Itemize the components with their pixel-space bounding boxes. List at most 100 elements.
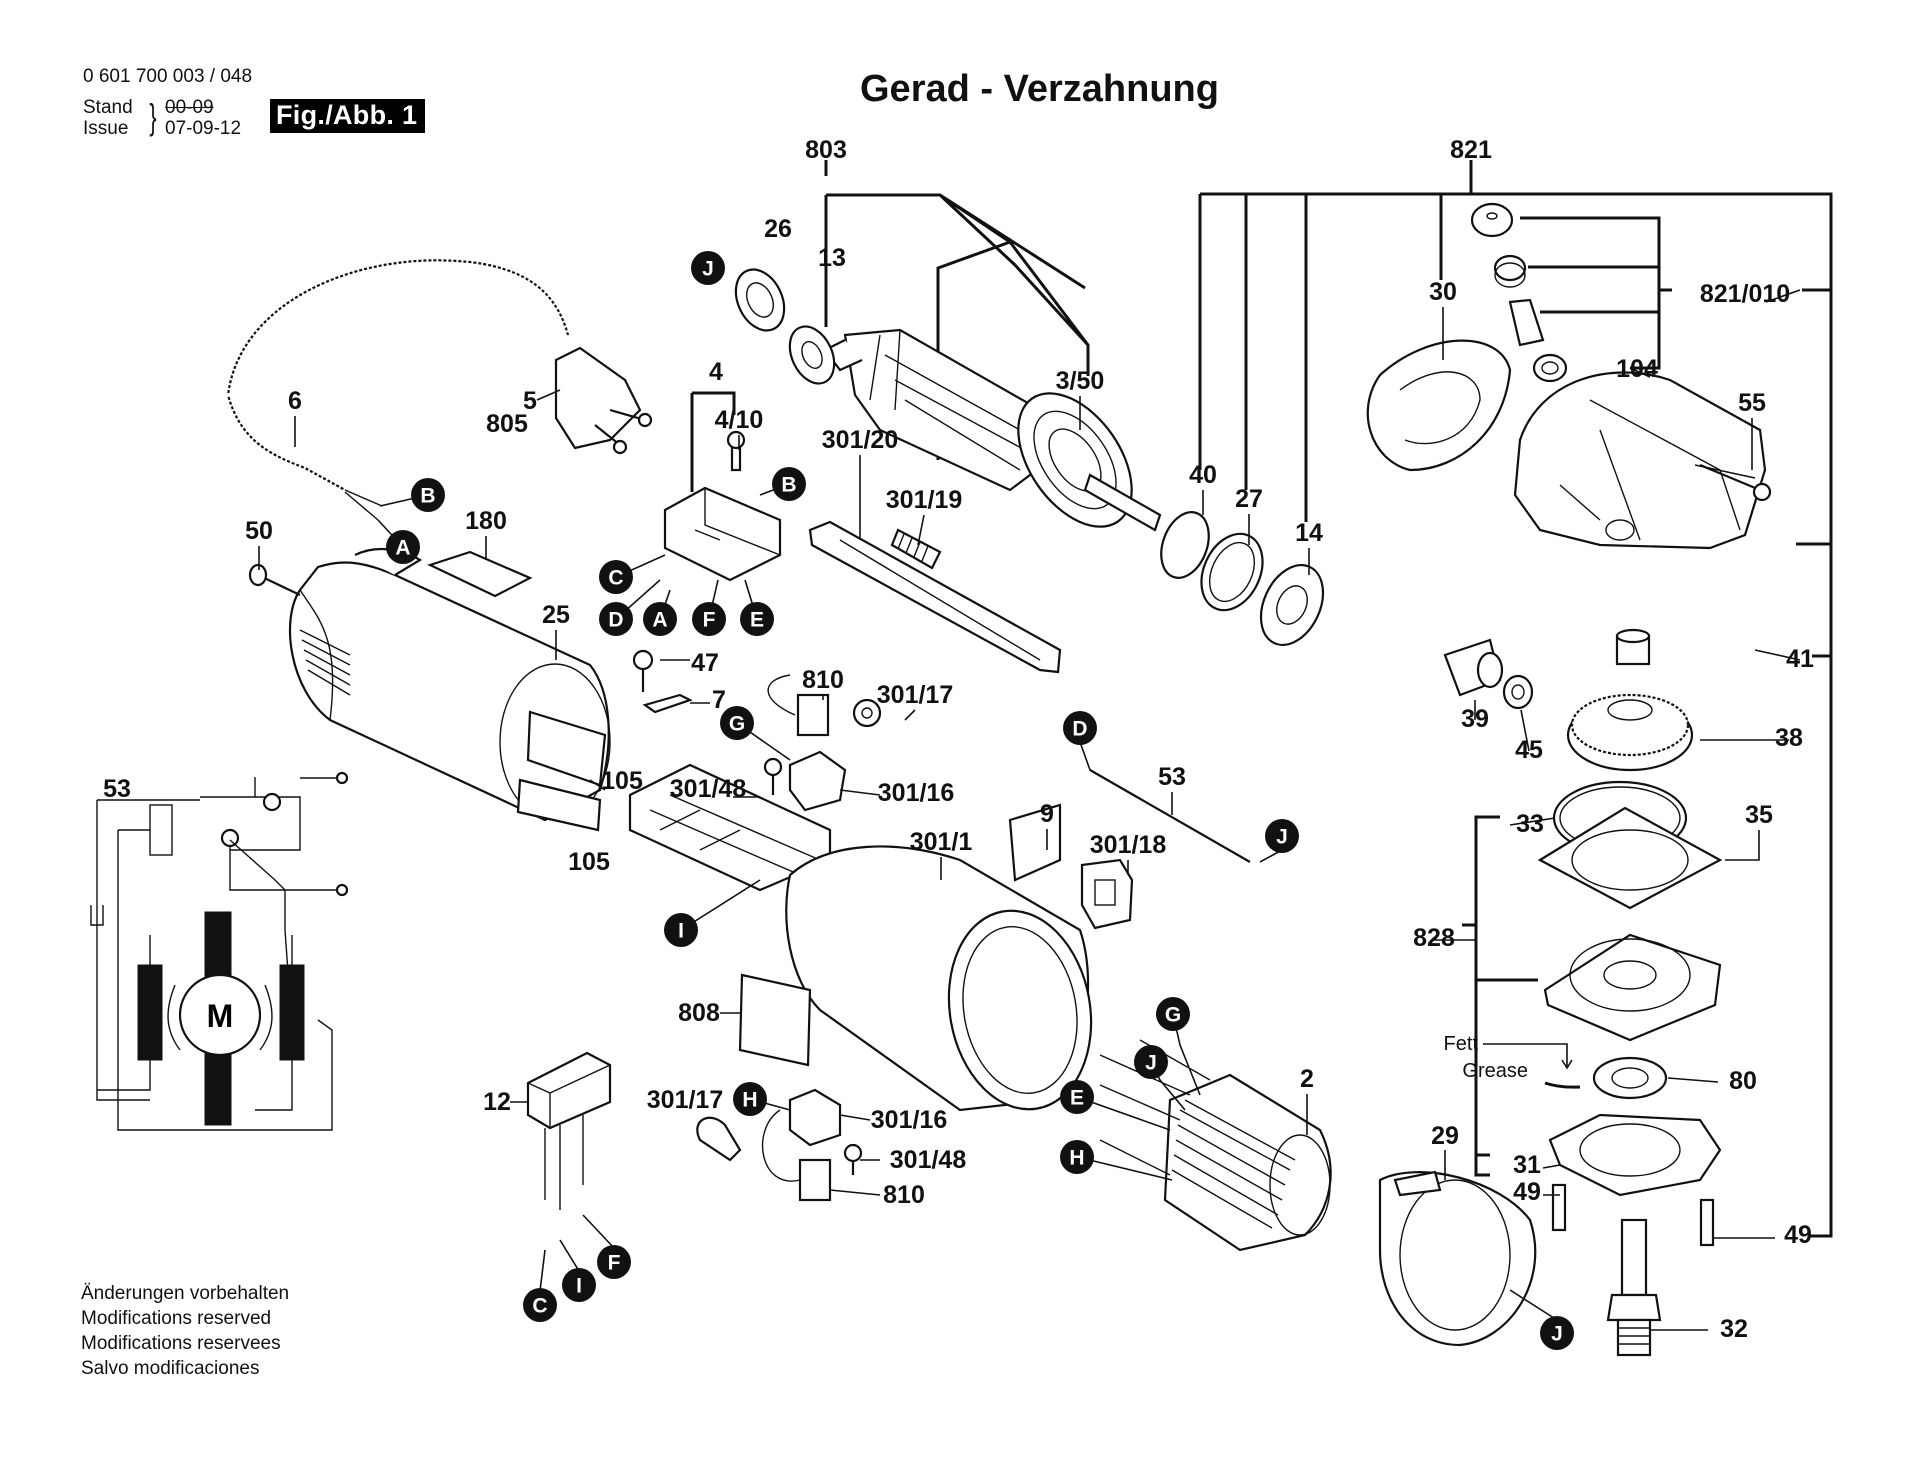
part-number-label: 301/20 — [822, 426, 898, 454]
part-number-label: 810 — [802, 666, 844, 694]
marker-circle-icon — [691, 251, 725, 285]
marker-circle-icon — [740, 602, 774, 636]
marker-letter: B — [420, 485, 435, 508]
marker-letter: E — [750, 609, 764, 632]
part-number-label: 4/10 — [715, 406, 764, 434]
brush-810 — [767, 674, 830, 737]
fan-baffle-29 — [1378, 1170, 1537, 1347]
connector-marker-j: J — [1134, 1045, 1168, 1079]
marker-circle-icon — [599, 560, 633, 594]
part-number-label: 105 — [568, 848, 610, 876]
connector-marker-g: G — [720, 706, 754, 740]
marker-circle-icon — [733, 1082, 767, 1116]
leader-line — [559, 1239, 580, 1272]
connector-marker-h: H — [733, 1082, 767, 1116]
notice-line-fr: Modifications reservees — [81, 1333, 281, 1354]
marker-letter: D — [1072, 718, 1087, 741]
marker-circle-icon — [643, 602, 677, 636]
connector-marker-e: E — [740, 602, 774, 636]
document-number: 0 601 700 003 / 048 — [83, 66, 253, 87]
brace-icon: } — [149, 96, 157, 137]
bevel-gear-38 — [1566, 693, 1694, 772]
part-number-label: 50 — [245, 517, 273, 545]
leader-line — [582, 1214, 615, 1249]
leader-line — [1520, 709, 1530, 752]
marker-letter: A — [395, 537, 410, 560]
part-number-label: 38 — [1775, 724, 1803, 752]
marker-letter: F — [703, 609, 716, 632]
plate-105 — [516, 710, 607, 832]
modifications-notice: Änderungen vorbehalten Modifications res… — [81, 1281, 289, 1381]
part-number-label: 301/16 — [878, 779, 954, 807]
slide-301-20 — [808, 520, 1062, 674]
marker-circle-icon — [599, 602, 633, 636]
marker-letter: F — [608, 1252, 621, 1275]
circlip-40 — [1160, 511, 1210, 579]
part-number-label: 14 — [1295, 519, 1323, 547]
leader-line — [839, 1114, 871, 1121]
part-number-label: 41 — [1786, 645, 1814, 673]
part-number-label: 821/010 — [1700, 280, 1790, 308]
part-number-label: 25 — [542, 601, 570, 629]
connector-marker-c: C — [599, 560, 633, 594]
issue-date: 07-09-12 — [165, 118, 242, 139]
leader-line — [829, 1189, 881, 1196]
part-number-label: 301/1 — [910, 828, 973, 856]
part-number-label: 2 — [1300, 1065, 1314, 1093]
marker-letter: H — [1069, 1147, 1084, 1170]
spring-301-19 — [890, 528, 942, 570]
clip-7 — [642, 693, 693, 714]
connector-marker-j: J — [1265, 819, 1299, 853]
grease-note: Fett Grease — [1444, 1033, 1581, 1089]
marker-circle-icon — [664, 913, 698, 947]
marker-letter: B — [781, 474, 796, 497]
connector-marker-b: B — [411, 478, 445, 512]
part-number-label: 803 — [805, 136, 847, 164]
bearing-13 — [788, 325, 836, 385]
leader-line — [1754, 649, 1801, 661]
marker-letter: G — [729, 713, 745, 736]
marker-letter: C — [608, 567, 623, 590]
marker-letter: D — [608, 609, 623, 632]
gear-housing — [1513, 371, 1767, 550]
connector-marker-b: B — [772, 467, 806, 501]
part-number-label: 5 — [523, 387, 537, 415]
leader-line — [1079, 741, 1091, 771]
part-number-label: 9 — [1040, 800, 1054, 828]
screw-55 — [1699, 463, 1772, 502]
spring-301-17 — [852, 698, 882, 728]
part-number-label: 49 — [1784, 1221, 1812, 1249]
leader-line — [589, 779, 606, 791]
leader-line — [1509, 1289, 1558, 1321]
marker-circle-icon — [597, 1245, 631, 1279]
marker-letter: J — [1145, 1052, 1157, 1075]
leader-line — [917, 514, 925, 546]
grease-label-en: Grease — [1462, 1060, 1528, 1082]
connector-marker-i: I — [664, 913, 698, 947]
connector-marker-f: F — [597, 1245, 631, 1279]
marker-letter: J — [1551, 1323, 1563, 1346]
marker-circle-icon — [562, 1268, 596, 1302]
marker-circle-icon — [720, 706, 754, 740]
part-number-label: 12 — [483, 1088, 511, 1116]
connector-marker-a: A — [386, 530, 420, 564]
connector-marker-e: E — [1060, 1080, 1094, 1114]
part-number-label: 180 — [465, 507, 507, 535]
plug — [554, 346, 653, 455]
marker-circle-icon — [386, 530, 420, 564]
part-number-label: 3/50 — [1056, 367, 1105, 395]
power-cord — [223, 255, 653, 521]
part-number-label: 105 — [601, 767, 643, 795]
bearing-14 — [1259, 564, 1325, 646]
part-number-label: 7 — [712, 686, 726, 714]
marker-circle-icon — [1540, 1316, 1574, 1350]
part-number-label: 301/17 — [647, 1086, 723, 1114]
part-number-label: 26 — [764, 215, 792, 243]
marker-circle-icon — [1265, 819, 1299, 853]
motor-symbol: M — [207, 998, 234, 1034]
revision-block: Stand Issue } 00-09 07-09-12 — [83, 97, 241, 139]
grease-label-de: Fett — [1444, 1033, 1479, 1055]
marker-letter: J — [702, 258, 714, 281]
